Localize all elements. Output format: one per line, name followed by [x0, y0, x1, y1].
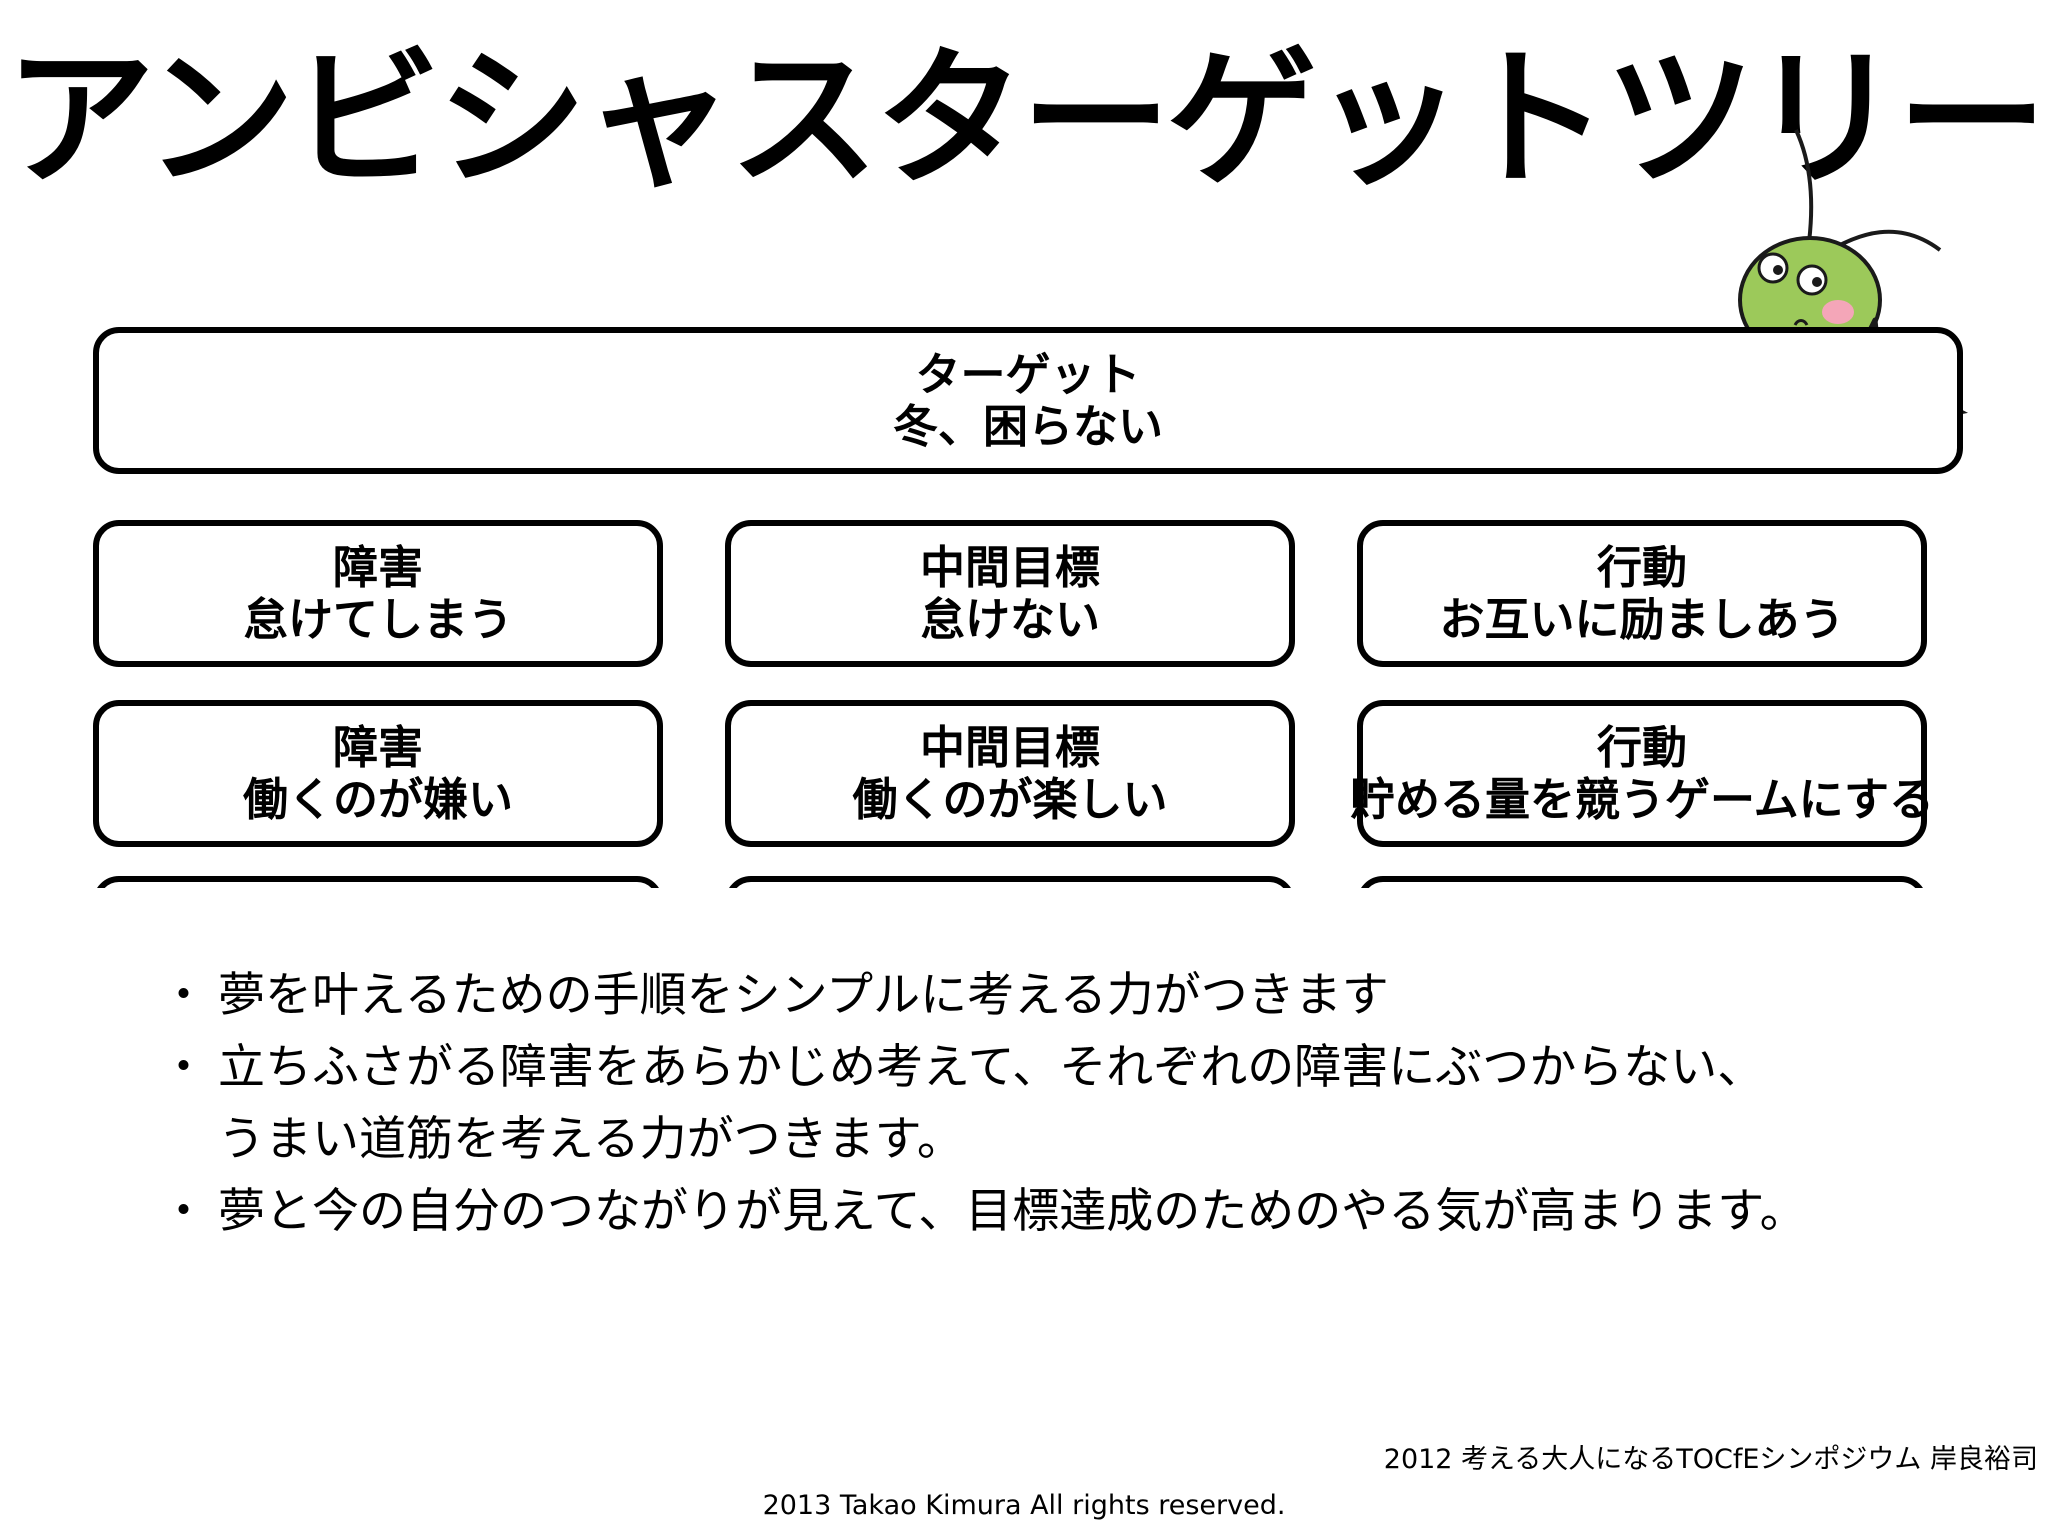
action-heading: 行動 — [1596, 720, 1687, 774]
goal-heading: 中間目標 — [919, 720, 1100, 774]
target-box: ターゲット 冬、困らない — [93, 327, 1963, 474]
action-box: 行動 お互いに励ましあう — [1357, 520, 1927, 667]
benefits-list: 夢を叶えるための手順をシンプルに考える力がつきます 立ちふさがる障害をあらかじめ… — [160, 960, 1970, 1248]
obstacle-heading: 障害 — [332, 720, 423, 774]
goal-heading: 中間目標 — [919, 540, 1100, 594]
copyright-notice: 2013 Takao Kimura All rights reserved. — [762, 1490, 1286, 1521]
bullet-line: うまい道筋を考える力がつきます。 — [218, 1112, 964, 1167]
obstacle-heading: 障害 — [332, 540, 423, 594]
list-item: 夢を叶えるための手順をシンプルに考える力がつきます — [160, 960, 1970, 1032]
bullet-line: 夢と今の自分のつながりが見えて、目標達成のためのやる気が高まります。 — [218, 1184, 1807, 1239]
obstacle-text: 働くのが嫌い — [242, 772, 513, 826]
partial-box — [1357, 876, 1927, 888]
bullet-line: 夢を叶えるための手順をシンプルに考える力がつきます — [218, 968, 1389, 1023]
list-item: 立ちふさがる障害をあらかじめ考えて、それぞれの障害にぶつからない、 うまい道筋を… — [160, 1032, 1970, 1176]
goal-text: 怠けない — [919, 592, 1100, 646]
source-credit: 2012 考える大人になるTOCfEシンポジウム 岸良裕司 — [1383, 1444, 2038, 1475]
intermediate-goal-box: 中間目標 働くのが楽しい — [725, 700, 1295, 847]
partial-box — [725, 876, 1295, 888]
action-text: 貯める量を競うゲームにする — [1349, 772, 1935, 826]
action-heading: 行動 — [1596, 540, 1687, 594]
slide-title: アンビシャスターゲットツリー — [4, 33, 2047, 207]
cut-off-row — [0, 876, 2048, 888]
obstacle-box: 障害 怠けてしまう — [93, 520, 663, 667]
obstacle-box: 障害 働くのが嫌い — [93, 700, 663, 847]
bullet-line: 立ちふさがる障害をあらかじめ考えて、それぞれの障害にぶつからない、 — [218, 1040, 1765, 1095]
target-heading: ターゲット — [915, 347, 1141, 401]
partial-box — [93, 876, 663, 888]
action-text: お互いに励ましあう — [1439, 592, 1845, 646]
list-item: 夢と今の自分のつながりが見えて、目標達成のためのやる気が高まります。 — [160, 1176, 1970, 1248]
target-text: 冬、困らない — [892, 399, 1163, 453]
intermediate-goal-box: 中間目標 怠けない — [725, 520, 1295, 667]
action-box: 行動 貯める量を競うゲームにする — [1350, 700, 1934, 847]
goal-text: 働くのが楽しい — [852, 772, 1168, 826]
obstacle-text: 怠けてしまう — [242, 592, 513, 646]
